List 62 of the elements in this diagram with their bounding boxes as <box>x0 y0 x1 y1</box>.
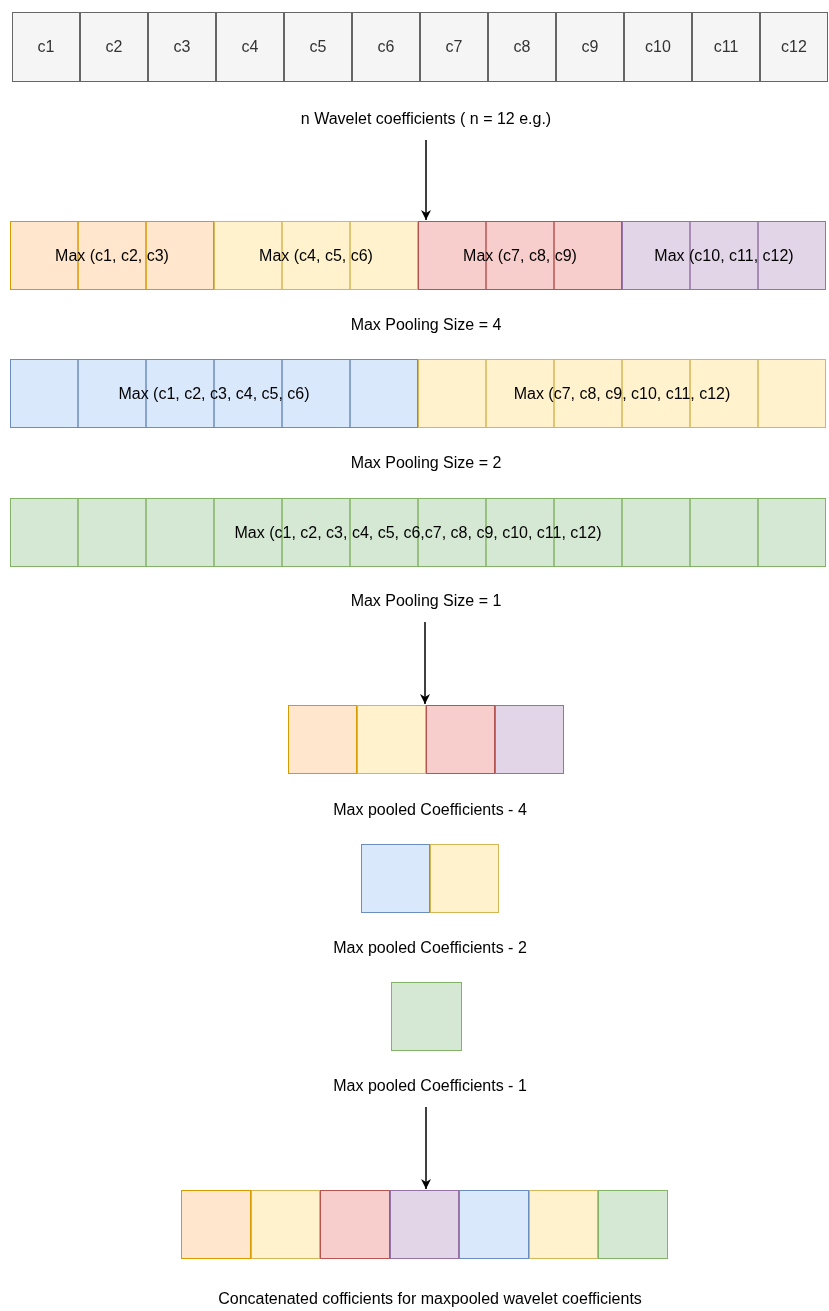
pooling-group <box>418 359 826 428</box>
pooled-box <box>361 844 430 913</box>
arrow <box>421 1106 431 1190</box>
pooling-group <box>418 221 622 290</box>
coefficient-cell <box>284 12 352 82</box>
coefficient-cell <box>624 12 692 82</box>
caption-text: Max Pooling Size = 2 <box>350 454 502 472</box>
caption-text: Concatenated cofficients for maxpooled wavelet coefficients <box>218 1290 642 1308</box>
cell-label: c5 <box>309 38 327 56</box>
pooled-box <box>320 1190 390 1259</box>
pooled-box <box>391 982 462 1051</box>
pooling-group <box>10 359 418 428</box>
pooled-box <box>250 1190 320 1259</box>
group-label: Max (c10, c11, c12) <box>654 246 794 265</box>
caption-text: Max pooled Coefficients - 2 <box>333 939 527 957</box>
caption-text: n Wavelet coefficients ( n = 12 e.g.) <box>300 110 552 128</box>
cell-label: c7 <box>445 38 463 56</box>
coefficient-cell <box>760 12 828 82</box>
coefficient-cell <box>420 12 488 82</box>
pooled-box <box>459 1190 529 1259</box>
arrow <box>420 621 430 705</box>
pooled-box <box>528 1190 598 1259</box>
caption-text: Max pooled Coefficients - 4 <box>333 801 527 819</box>
coefficient-cell <box>148 12 216 82</box>
group-label: Max (c7, c8, c9, c10, c11, c12) <box>513 384 731 403</box>
pooled-box <box>389 1190 459 1259</box>
pooled-box <box>430 844 499 913</box>
arrow <box>421 139 431 221</box>
coefficient-cell <box>80 12 148 82</box>
cell-label: c2 <box>105 38 123 56</box>
pooled-box <box>598 1190 668 1259</box>
pooling-group <box>622 221 826 290</box>
pooling-group <box>214 221 418 290</box>
group-label: Max (c1, c2, c3, c4, c5, c6,c7, c8, c9, c10, c11, c12) <box>234 523 602 542</box>
group-label: Max (c7, c8, c9) <box>463 246 577 265</box>
cell-label: c8 <box>513 38 531 56</box>
coefficient-cell <box>692 12 760 82</box>
group-label: Max (c4, c5, c6) <box>259 246 373 265</box>
cell-label: c6 <box>377 38 395 56</box>
group-label: Max (c1, c2, c3, c4, c5, c6) <box>118 384 310 403</box>
coefficient-cell <box>216 12 284 82</box>
coefficient-cell <box>556 12 624 82</box>
cell-label: c9 <box>581 38 599 56</box>
pooled-box <box>357 705 426 774</box>
cell-label: c11 <box>713 38 739 56</box>
pooled-box <box>426 705 495 774</box>
pooling-group <box>10 498 826 567</box>
coefficient-cell <box>488 12 556 82</box>
cell-label: c1 <box>37 38 55 56</box>
coefficient-cell <box>12 12 80 82</box>
pooled-box <box>181 1190 251 1259</box>
cell-label: c12 <box>781 38 807 56</box>
caption-text: Max Pooling Size = 1 <box>350 592 502 610</box>
caption-text: Max pooled Coefficients - 1 <box>333 1077 527 1095</box>
pooled-box <box>495 705 564 774</box>
cell-label: c4 <box>241 38 259 56</box>
pooling-group <box>10 221 214 290</box>
pooled-box <box>288 705 357 774</box>
cell-label: c3 <box>173 38 191 56</box>
coefficient-cell <box>352 12 420 82</box>
caption-text: Max Pooling Size = 4 <box>350 316 502 334</box>
cell-label: c10 <box>645 38 671 56</box>
